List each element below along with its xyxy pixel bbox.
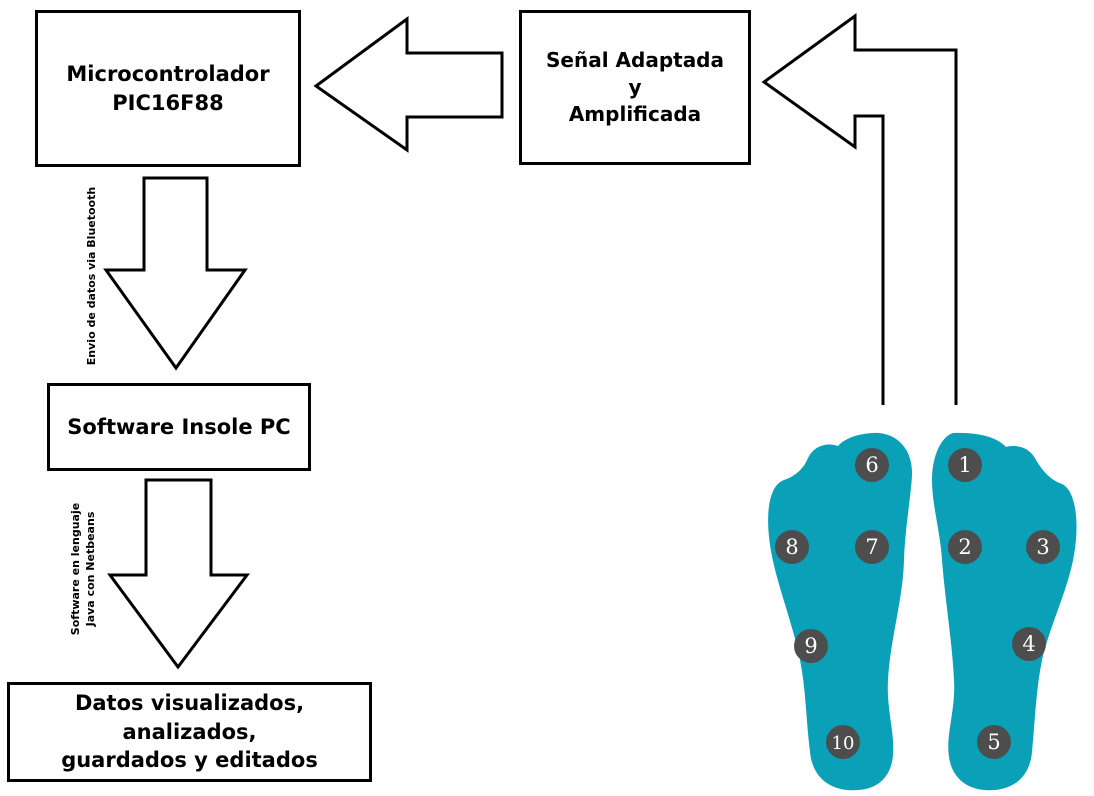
arrow-software-to-data (107, 478, 250, 670)
arrow-signal-to-microcontroller (313, 16, 504, 153)
software-box: Software Insole PC (47, 383, 311, 471)
sensor-5: 5 (977, 725, 1011, 759)
svg-text:3: 3 (1036, 535, 1049, 559)
java-label-line1: Software en lenguaje (69, 502, 82, 636)
svg-text:7: 7 (865, 535, 878, 559)
sensor-7: 7 (855, 530, 889, 564)
sensor-3: 3 (1026, 530, 1060, 564)
sensor-1: 1 (948, 448, 982, 482)
sensor-6: 6 (855, 448, 889, 482)
arrow-microcontroller-to-software (103, 176, 248, 371)
svg-text:4: 4 (1022, 632, 1035, 656)
svg-text:8: 8 (785, 535, 798, 559)
software-label: Software Insole PC (67, 414, 291, 439)
java-label-line2: Java con Netbeans (84, 511, 98, 627)
java-label: Software en lenguaje Java con Netbeans (68, 494, 99, 644)
svg-text:1: 1 (958, 453, 971, 477)
sensor-8: 8 (775, 530, 809, 564)
data-label: Datos visualizados, analizados, guardado… (61, 691, 318, 773)
svg-text:6: 6 (865, 453, 878, 477)
sensor-2: 2 (948, 530, 982, 564)
sensor-4: 4 (1012, 627, 1046, 661)
microcontroller-label: Microcontrolador PIC16F88 (66, 62, 270, 115)
svg-text:2: 2 (958, 535, 971, 559)
left-foot-insole (768, 432, 913, 791)
bluetooth-label: Envio de datos via Bluetooth (85, 186, 98, 366)
sensor-10: 10 (826, 725, 860, 759)
data-box: Datos visualizados, analizados, guardado… (7, 682, 372, 782)
microcontroller-box: Microcontrolador PIC16F88 (35, 10, 301, 167)
signal-box: Señal Adaptada y Amplificada (519, 10, 751, 165)
right-foot-insole (932, 432, 1077, 791)
svg-text:9: 9 (804, 634, 817, 658)
sensor-9: 9 (794, 629, 828, 663)
signal-label: Señal Adaptada y Amplificada (546, 48, 724, 126)
svg-text:5: 5 (987, 730, 1000, 754)
svg-text:10: 10 (832, 733, 855, 754)
arrow-feet-to-signal (761, 13, 958, 414)
